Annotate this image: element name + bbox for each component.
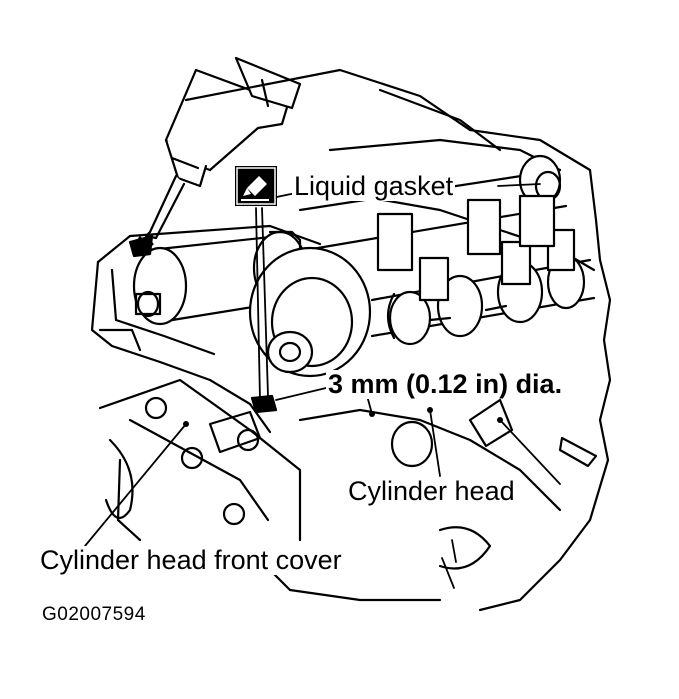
upper-camshaft <box>298 154 568 272</box>
bead-diameter-label: 3 mm (0.12 in) dia. <box>326 369 565 399</box>
front-cover-label: Cylinder head front cover <box>38 545 344 575</box>
liquid-gasket-label: Liquid gasket <box>292 171 456 201</box>
front-cover-outline <box>90 224 322 542</box>
camshaft <box>370 228 596 346</box>
leader-dots <box>183 407 503 427</box>
liquid-gasket-glyph <box>236 167 276 205</box>
sealant-bead <box>128 234 278 414</box>
lower-block <box>104 398 598 602</box>
sealant-tube <box>137 56 302 252</box>
cam-sprockets <box>132 230 372 378</box>
cylinder-head-label: Cylinder head <box>346 476 517 506</box>
figure-code: G02007594 <box>40 604 148 625</box>
liquid-gasket-icon <box>235 166 277 206</box>
leader-lines <box>79 183 561 589</box>
